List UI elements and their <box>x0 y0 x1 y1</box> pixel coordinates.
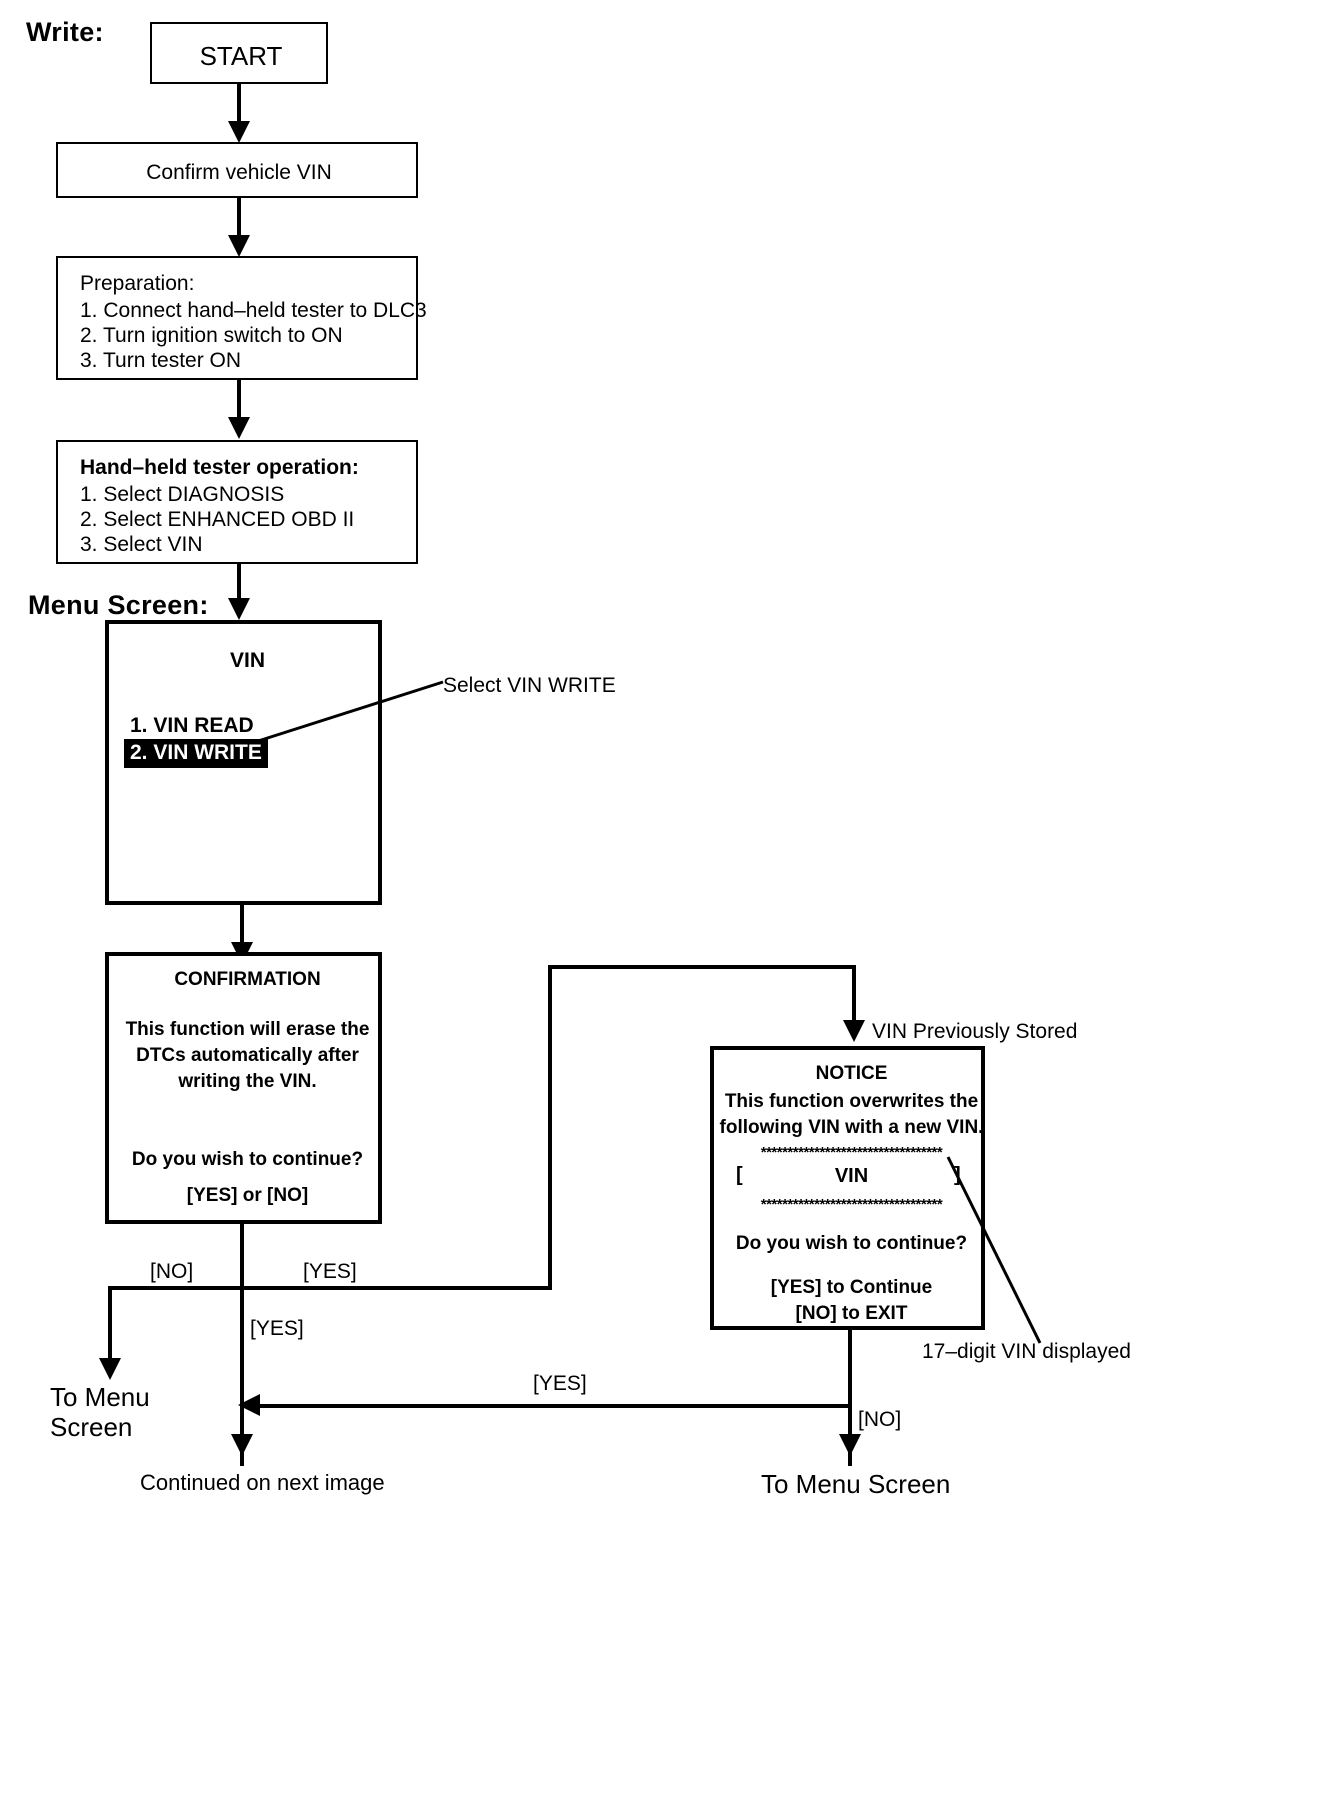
edge-confirmation-yes-down-line <box>240 1286 244 1466</box>
tester-operation-step-1: 1. Select DIAGNOSIS <box>80 483 285 506</box>
edge-start-to-confirm-line <box>237 84 241 129</box>
node-confirmation: CONFIRMATION This function will erase th… <box>105 952 382 1224</box>
preparation-step-3: 3. Turn tester ON <box>80 349 242 372</box>
seventeen-digit-vin-callout: 17–digit VIN displayed <box>922 1340 1131 1363</box>
confirmation-title: CONFIRMATION <box>174 969 321 990</box>
select-vin-write-callout: Select VIN WRITE <box>443 674 616 697</box>
preparation-step-1: 1. Connect hand–held tester to DLC3 <box>80 299 427 322</box>
edge-label-confirmation-no: [NO] <box>150 1260 194 1283</box>
tester-operation-step-2: 2. Select ENHANCED OBD II <box>80 508 355 531</box>
vin-menu-item-vin-write[interactable]: 2. VIN WRITE <box>124 739 268 768</box>
edge-yes-horizontal-run <box>240 1286 552 1290</box>
vin-menu-title: VIN <box>229 649 265 672</box>
preparation-title: Preparation: <box>80 272 195 295</box>
node-confirm-vin-label: Confirm vehicle VIN <box>146 161 332 184</box>
notice-body-line-2: following VIN with a new VIN. <box>719 1117 984 1138</box>
node-notice: NOTICE This function overwrites the foll… <box>710 1046 985 1330</box>
node-vin-menu-screen: VIN 1. VIN READ 2. VIN WRITE <box>105 620 382 905</box>
confirmation-body-line-2: DTCs automatically after <box>136 1045 359 1066</box>
select-vin-write-leader-line <box>254 680 444 744</box>
edge-tester-to-vinmenu-line <box>237 564 241 606</box>
node-start-label: START <box>199 41 283 71</box>
edge-label-notice-yes: [YES] <box>533 1372 587 1395</box>
notice-separator-bottom: ********************************** <box>760 1196 943 1213</box>
edge-notice-exit-stub <box>848 1330 852 1408</box>
edge-notice-no-arrow <box>839 1434 861 1456</box>
notice-option-yes: [YES] to Continue <box>770 1277 933 1298</box>
node-tester-operation: Hand–held tester operation: 1. Select DI… <box>56 440 418 564</box>
vin-previously-stored-callout: VIN Previously Stored <box>872 1020 1078 1043</box>
node-start: START <box>150 22 328 84</box>
notice-vin-value: VIN <box>834 1165 869 1187</box>
edge-yes-drop-to-notice <box>852 965 856 1027</box>
edge-yes-riser <box>548 965 552 1290</box>
notice-question: Do you wish to continue? <box>735 1233 968 1254</box>
notice-option-no: [NO] to EXIT <box>795 1303 908 1324</box>
edge-no-horizontal <box>108 1286 242 1290</box>
seventeen-digit-vin-leader-line <box>946 1156 1042 1344</box>
to-menu-screen-left-line-1: To Menu <box>50 1382 150 1412</box>
edge-prep-to-tester-line <box>237 380 241 425</box>
notice-body-line-1: This function overwrites the <box>724 1091 979 1112</box>
edge-label-confirmation-yes-top: [YES] <box>303 1260 357 1283</box>
edge-yes-to-notice-arrow <box>843 1020 865 1042</box>
node-confirm-vin: Confirm vehicle VIN <box>56 142 418 198</box>
edge-label-confirmation-yes-down: [YES] <box>250 1317 304 1340</box>
preparation-step-2: 2. Turn ignition switch to ON <box>80 324 343 347</box>
edge-prep-to-tester-arrow <box>228 417 250 439</box>
edge-label-notice-no: [NO] <box>858 1408 902 1431</box>
continued-next-image-label: Continued on next image <box>140 1470 385 1495</box>
to-menu-screen-right: To Menu Screen <box>761 1469 951 1499</box>
write-heading: Write: <box>26 17 104 47</box>
edge-start-to-confirm-arrow <box>228 121 250 143</box>
edge-notice-yes-horizontal <box>258 1404 852 1408</box>
edge-tester-to-vinmenu-arrow <box>228 598 250 620</box>
notice-title: NOTICE <box>815 1063 888 1084</box>
notice-vin-open-bracket: [ <box>736 1164 743 1186</box>
edge-yes-top-rail <box>548 965 856 969</box>
edge-confirmation-exit-stub <box>240 1224 244 1286</box>
to-menu-screen-left-line-2: Screen <box>50 1412 133 1442</box>
notice-separator-top: ********************************** <box>760 1144 943 1161</box>
edge-notice-yes-arrow <box>238 1394 260 1416</box>
node-preparation: Preparation: 1. Connect hand–held tester… <box>56 256 427 380</box>
confirmation-options: [YES] or [NO] <box>186 1185 309 1206</box>
edge-vinmenu-to-confirmation-line <box>240 905 244 950</box>
tester-operation-title: Hand–held tester operation: <box>80 456 359 479</box>
edge-confirm-to-prep-line <box>237 198 241 243</box>
edge-confirmation-yes-down-arrow <box>231 1434 253 1456</box>
menu-screen-heading: Menu Screen: <box>28 590 209 620</box>
edge-confirm-to-prep-arrow <box>228 235 250 257</box>
edge-no-vertical <box>108 1286 112 1366</box>
edge-no-arrow <box>99 1358 121 1380</box>
vin-menu-item-vin-read[interactable]: 1. VIN READ <box>130 714 254 737</box>
confirmation-body-line-1: This function will erase the <box>125 1019 370 1040</box>
confirmation-body-line-3: writing the VIN. <box>178 1071 317 1092</box>
confirmation-question: Do you wish to continue? <box>131 1149 364 1170</box>
tester-operation-step-3: 3. Select VIN <box>80 533 203 556</box>
